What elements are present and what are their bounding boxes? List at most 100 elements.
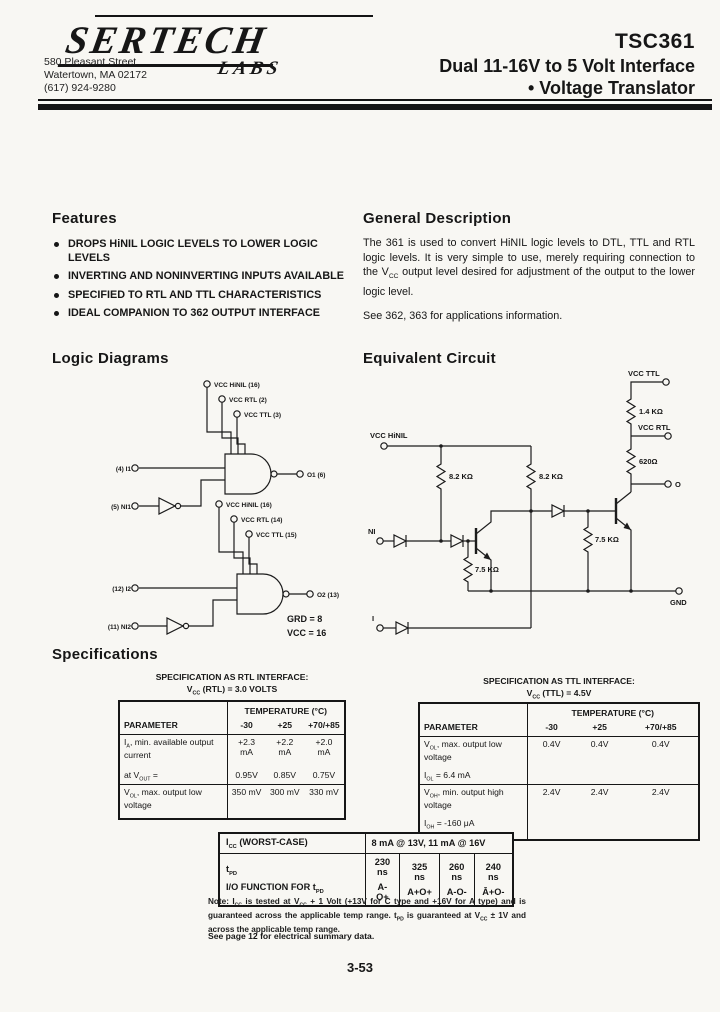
equivalent-circuit-diagram: VCC TTL 1.4 KΩ VCC RTL 620Ω O VCC HiNIL … (368, 369, 687, 635)
specifications-heading: Specifications (52, 646, 158, 663)
param-line2: IOL = 6.4 mA (424, 770, 523, 783)
value-cell: 2.4V (542, 787, 561, 798)
page-number: 3-53 (346, 960, 374, 975)
r2-label: 620Ω (639, 457, 658, 466)
param-cell: IA, min. available output current (119, 734, 228, 762)
io-sub: PD (315, 888, 324, 895)
param-text: , max. output low voltage (124, 787, 202, 811)
note-text: is tested at V (241, 897, 300, 906)
feature-text: INVERTING AND NONINVERTING INPUTS AVAILA… (68, 270, 344, 282)
bullet-icon (54, 311, 59, 316)
gate1-input1-label: (4) I1 (116, 466, 132, 473)
resistor-icon (462, 554, 474, 584)
value-cell: +2.2 mA (276, 737, 294, 757)
param-text: = (150, 769, 158, 780)
feature-item: IDEAL COMPANION TO 362 OUTPUT INTERFACE (52, 307, 352, 321)
param-text: I (424, 769, 427, 780)
r1-label: 1.4 KΩ (639, 407, 663, 416)
param-sub: A (126, 743, 130, 750)
diode-icon (551, 504, 566, 518)
ttl-table-caption: SPECIFICATION AS TTL INTERFACE: VCC (TTL… (418, 676, 700, 704)
icc-text: (WORST-CASE) (236, 837, 308, 847)
address-line-1: 580 Pleasant Street (44, 56, 137, 68)
r3-label: 8.2 KΩ (449, 472, 473, 481)
feature-text: IDEAL COMPANION TO 362 OUTPUT INTERFACE (68, 307, 320, 319)
gate1-vcc-rtl-label: VCC RTL (2) (229, 397, 267, 404)
value-cell: 0.85V (265, 761, 304, 786)
io-function-label: I/O FUNCTION FOR tPD (226, 882, 359, 895)
value-cell: 0.75V (303, 761, 345, 786)
gate2-vcc-hinil-label: VCC HiNIL (16) (226, 502, 272, 509)
company-logo-sub: LABS (215, 58, 284, 79)
see-page-note: See page 12 for electrical summary data. (208, 931, 375, 941)
param-text: , min. available output current (124, 737, 214, 760)
spacer-cell (419, 703, 528, 720)
spacer-cell (119, 701, 228, 718)
temp-col: +25 (265, 718, 304, 735)
param-text: V (424, 739, 430, 749)
gate2-output-label: O2 (13) (317, 592, 339, 599)
tpd-text: t (226, 864, 230, 874)
general-description: The 361 is used to convert HiNIL logic l… (363, 236, 695, 324)
ttl-caption-line2: VCC (TTL) = 4.5V (418, 688, 700, 704)
param-line1: VOL, max. output low voltage (424, 739, 523, 762)
temp-col: +25 (575, 720, 624, 737)
feature-item: SPECIFIED TO RTL AND TTL CHARACTERISTICS (52, 289, 352, 303)
ttl-caption-line1: SPECIFICATION AS TTL INTERFACE: (483, 676, 635, 686)
ttl-spec-table: TEMPERATURE (°C) PARAMETER -30 +25 +70/+… (418, 702, 700, 841)
tpd-label: tPD (226, 864, 359, 877)
logo-top-rule (95, 15, 373, 17)
param-line1: VOH, min. output high voltage (424, 787, 523, 810)
param-text: = -160 μA (434, 818, 475, 829)
value-cell: 0.4V (575, 736, 624, 786)
address-line-2: Watertown, MA 02172 (44, 69, 147, 81)
note-text: Note: I (208, 897, 235, 906)
param-text: , min. output high voltage (424, 787, 504, 811)
gate1-vcc-hinil-label: VCC HiNIL (16) (214, 382, 260, 389)
gate2: VCC HiNIL (16) VCC RTL (14) VCC TTL (15)… (108, 500, 339, 635)
param-cell: VOH, min. output high voltage IOH = -160… (419, 784, 528, 840)
feature-item: DROPS HiNIL LOGIC LEVELS TO LOWER LOGIC … (52, 238, 352, 265)
note-text: is guaranteed at V (403, 911, 481, 921)
rtl-table-caption: SPECIFICATION AS RTL INTERFACE: VCC (RTL… (118, 672, 346, 700)
r6-label: 7.5 KΩ (595, 535, 619, 544)
note-sub: CC (480, 916, 488, 923)
gate2-input1-label: (12) I2 (112, 586, 131, 593)
diode-icon (450, 534, 465, 548)
param-text: at V (124, 769, 140, 780)
i-input-label: I (372, 614, 374, 623)
page-subtitle: • Voltage Translator (527, 78, 695, 98)
param-line2: IOH = -160 μA (424, 818, 523, 831)
header-rule-thick (38, 104, 712, 110)
bullet-icon (54, 292, 59, 298)
company-address: 580 Pleasant Street Watertown, MA 02172 … (44, 56, 147, 95)
value-cell: 2.4V (651, 787, 670, 798)
icc-value-cell: 8 mA @ 13V, 11 mA @ 16V (364, 832, 514, 854)
rtl-caption-line2: VCC (RTL) = 3.0 VOLTS (118, 684, 346, 700)
vcc-pin-note: VCC = 16 (287, 628, 326, 638)
param-text: I (424, 818, 427, 829)
gate1-vcc-ttl-label: VCC TTL (3) (244, 412, 281, 419)
param-text: I (124, 737, 127, 747)
output-label: O (675, 480, 681, 489)
rtl-spec-table: TEMPERATURE (°C) PARAMETER -30 +25 +70/+… (118, 700, 346, 821)
features-list: DROPS HiNIL LOGIC LEVELS TO LOWER LOGIC … (52, 238, 352, 326)
io-text: I/O FUNCTION FOR t (226, 881, 316, 892)
resistor-icon (582, 524, 594, 554)
param-cell: at VOUT = (119, 761, 228, 786)
param-sub: OL (426, 776, 434, 783)
icc-label-cell: ICC (WORST-CASE) (218, 832, 366, 854)
param-cell: VOL, max. output low voltage IOL = 6.4 m… (419, 736, 528, 786)
temp-col: +70/+85 (623, 720, 699, 737)
value-cell: 0.95V (227, 761, 266, 786)
icc-sub: CC (228, 843, 237, 850)
value-cell: 0.4V (623, 736, 699, 786)
tpd-value: 260 ns (449, 861, 465, 882)
param-text: = 6.4 mA (433, 769, 471, 780)
note-text: ± 1V and across the applicable temp rang… (208, 911, 526, 935)
param-header: PARAMETER (119, 718, 228, 735)
